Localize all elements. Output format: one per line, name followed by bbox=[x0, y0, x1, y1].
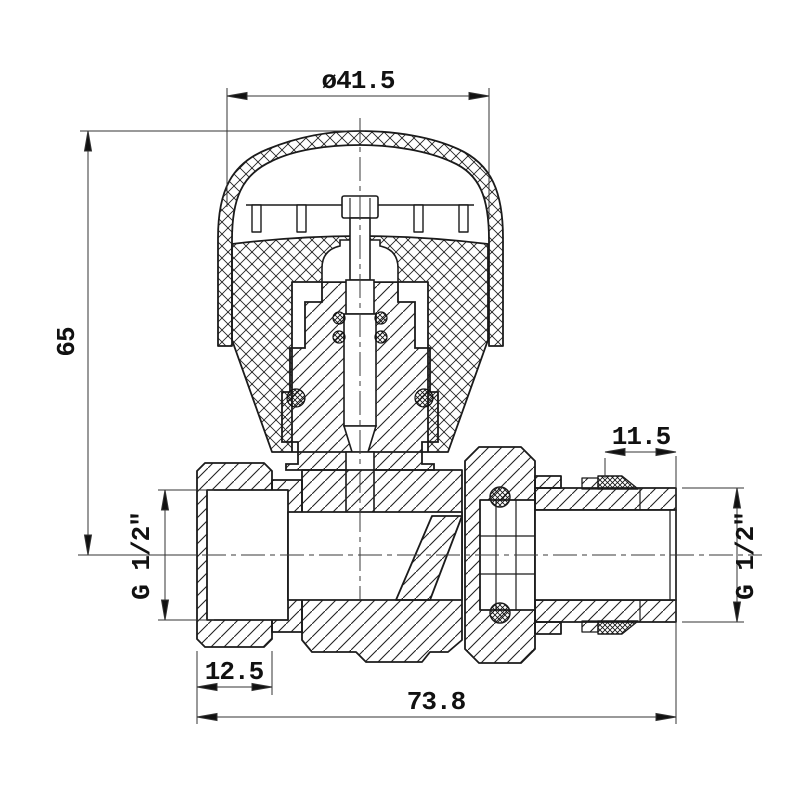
seal-bracket bbox=[581, 620, 599, 633]
tail-wall-top bbox=[534, 487, 677, 511]
dim-overall-height: 65 bbox=[52, 130, 365, 556]
arrow-icon bbox=[160, 599, 170, 621]
tailpiece bbox=[534, 475, 677, 635]
seal-ring bbox=[597, 475, 639, 490]
arrow-icon bbox=[83, 130, 93, 152]
o-ring-icon bbox=[489, 602, 511, 624]
dimensions: ø41.5 65 G 1/2″ 12.5 73.8 bbox=[52, 66, 761, 724]
arrow-icon bbox=[83, 534, 93, 556]
arrow-icon bbox=[468, 91, 490, 101]
dim-overall-height-label: 65 bbox=[52, 327, 82, 357]
dim-tail-length-label: 11.5 bbox=[612, 422, 671, 452]
dim-cap-diameter-label: ø41.5 bbox=[321, 66, 394, 96]
o-ring-icon bbox=[414, 388, 434, 408]
o-ring-icon bbox=[374, 311, 388, 325]
dim-inlet-thread: G 1/2″ bbox=[127, 489, 214, 621]
stem-seals bbox=[286, 311, 434, 408]
arrow-icon bbox=[732, 487, 742, 509]
o-ring-icon bbox=[332, 330, 346, 344]
arrow-icon bbox=[732, 601, 742, 623]
valve-body bbox=[196, 462, 463, 663]
arrow-icon bbox=[160, 489, 170, 511]
arrow-icon bbox=[655, 447, 677, 457]
seal-ring bbox=[597, 620, 639, 635]
arrow-icon bbox=[196, 712, 218, 722]
dim-tail-length: 11.5 bbox=[604, 422, 677, 478]
cap-shell bbox=[217, 130, 504, 347]
tail-flange-bottom bbox=[534, 621, 562, 635]
o-ring-icon bbox=[489, 486, 511, 508]
tail-wall-bottom bbox=[534, 599, 677, 623]
o-ring-icon bbox=[332, 311, 346, 325]
dim-inlet-length-label: 12.5 bbox=[205, 657, 264, 687]
dim-outlet-thread-label: G 1/2″ bbox=[731, 512, 761, 600]
o-ring-icon bbox=[374, 330, 388, 344]
dim-outlet-thread: G 1/2″ bbox=[682, 487, 761, 623]
tail-flange-top bbox=[534, 475, 562, 489]
arrow-icon bbox=[196, 682, 218, 692]
arrow-icon bbox=[655, 712, 677, 722]
arrow-icon bbox=[251, 682, 273, 692]
seal-bracket bbox=[581, 477, 599, 490]
dim-overall-length: 73.8 bbox=[196, 456, 677, 724]
valve-seat bbox=[395, 515, 463, 601]
arrow-icon bbox=[226, 91, 248, 101]
arrow-icon bbox=[604, 447, 626, 457]
dim-inlet-length: 12.5 bbox=[196, 651, 273, 724]
dim-overall-length-label: 73.8 bbox=[407, 687, 466, 717]
dim-cap-diameter: ø41.5 bbox=[226, 66, 490, 218]
dim-inlet-thread-label: G 1/2″ bbox=[127, 512, 157, 600]
o-ring-icon bbox=[286, 388, 306, 408]
centerlines bbox=[85, 118, 762, 600]
